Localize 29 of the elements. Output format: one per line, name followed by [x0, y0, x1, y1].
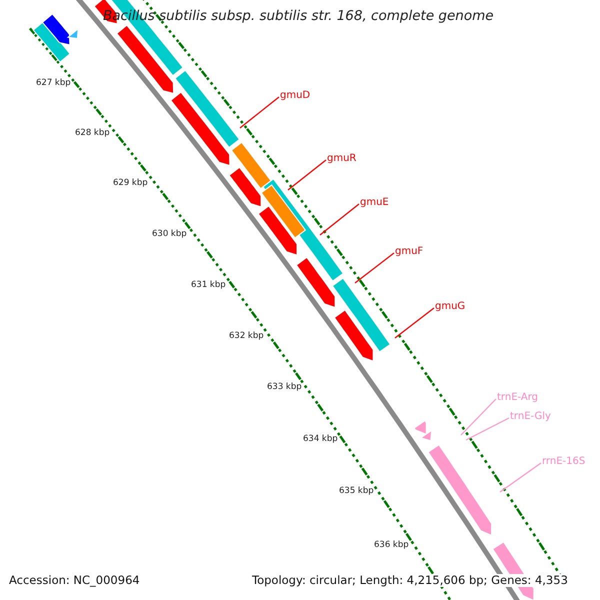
leader-line [320, 204, 360, 236]
gene-label: gmuE [360, 197, 389, 208]
gene-label: gmuR [327, 153, 356, 164]
gene-label: trnE-Arg [497, 392, 538, 403]
gene-label: rrnE-16S [542, 456, 586, 467]
scale-label: 631 kbp [191, 281, 226, 290]
leader-line [354, 252, 394, 284]
gene-label: gmuF [395, 246, 424, 257]
gene-label: gmuG [435, 301, 466, 312]
leader-line [240, 96, 280, 128]
genome-summary-text: Topology: circular; Length: 4,215,606 bp; Genes: 4,353 [250, 574, 570, 587]
genome-title: Bacillus subtilis subsp. subtilis str. 168, complete genome [103, 9, 494, 24]
scale-label: 634 kbp [303, 435, 338, 444]
leader-line [460, 398, 496, 436]
leader-line [500, 462, 542, 492]
scale-label: 630 kbp [152, 230, 187, 240]
leader-line [288, 160, 326, 190]
scale-label: 636 kbp [374, 541, 409, 550]
scale-label: 632 kbp [229, 332, 264, 342]
accession-text: Accession: NC_000964 [7, 574, 142, 587]
scale-label: 627 kbp [36, 79, 71, 88]
gene-label: trnE-Gly [510, 411, 551, 422]
gene-label: gmuD [280, 90, 310, 101]
leader-line [394, 308, 434, 338]
scale-label: 635 kbp [339, 487, 374, 496]
scale-label: 633 kbp [267, 383, 302, 392]
scale-label: 629 kbp [113, 179, 148, 188]
scale-label: 628 kbp [75, 129, 110, 138]
leader-line [466, 417, 510, 441]
